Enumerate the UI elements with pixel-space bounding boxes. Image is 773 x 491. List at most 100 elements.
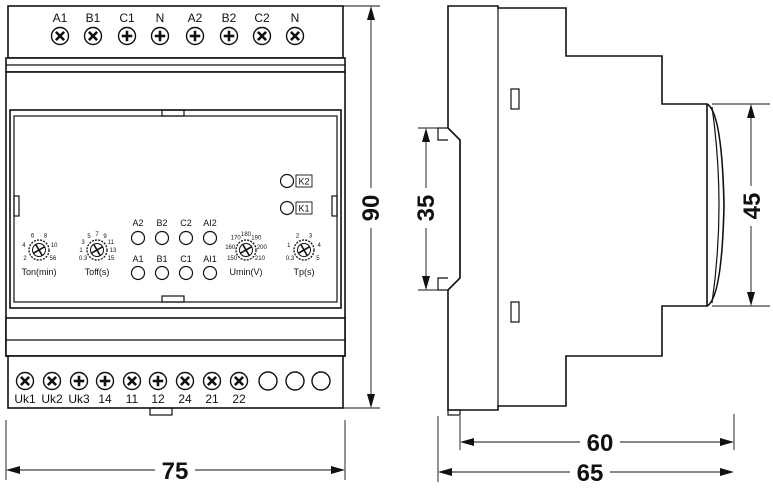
led-label-a2: A2 [132,218,143,228]
side-profile [447,5,708,411]
led-b1 [154,265,170,281]
knob-scale-label: 3 [81,240,85,246]
led-ai2 [202,230,218,246]
bottom-terminal-label: 22 [232,392,246,406]
screw-icon [148,371,168,391]
knob-scale-label: 1 [79,248,83,254]
screw-icon [252,26,272,46]
top-terminal-label: N [291,11,300,25]
screw-icon [185,26,205,46]
bottom-terminal-label: 14 [98,392,112,406]
knob-scale-label: 3 [309,233,313,239]
led-label-a1: A1 [132,254,143,264]
top-terminal-label: B1 [86,11,101,25]
knob-scale-label: 6 [31,233,35,239]
knob-scale-label: 10 [51,243,58,249]
empty-terminal-icon [258,371,278,391]
knob-scale-label: 2 [296,233,300,239]
knob-scale-label: 160 [225,245,236,251]
knob-scale-label: 7 [95,232,99,238]
led-ai1 [202,265,218,281]
knob-label: Toff(s) [85,267,110,277]
dim-label-60: 60 [587,430,614,457]
screw-icon [175,371,195,391]
screw-icon [122,371,142,391]
k2-label-box [295,174,313,188]
led-k2 [279,173,295,189]
empty-terminal-icon [285,371,305,391]
screw-icon [219,26,239,46]
led-c1 [178,265,194,281]
k1-label-box [295,201,313,215]
dimension-height: 90 [343,5,385,409]
dimension-depth-body: 60 [459,414,735,457]
dimension-rail: 35 [412,127,440,291]
knob-scale-label: 13 [110,248,117,254]
screw-icon [69,371,89,391]
dim-label-45: 45 [739,193,766,220]
knob-scale-label: 210 [255,256,266,262]
knob-scale-label: 11 [108,240,115,246]
top-terminal-label: C1 [119,11,135,25]
screw-icon [150,26,170,46]
cover-clip-top [161,109,185,117]
cover-clip-left [13,195,20,217]
knob-scale-label: 150 [227,256,238,262]
bottom-terminal-label: 12 [151,392,165,406]
lower-band [5,317,346,357]
knob-scale-label: 170 [231,236,242,242]
side-slot-bottom [510,301,520,323]
knob-scale-label: 180 [241,232,252,238]
dim-label-90: 90 [358,195,385,222]
screw-icon [202,371,222,391]
bottom-terminal-label: 21 [205,392,219,406]
knob-scale-label: 5 [87,234,91,240]
led-label-b1: B1 [156,254,167,264]
knob-scale-label: 4 [22,243,26,249]
top-terminal-label: A2 [188,11,203,25]
led-a1 [130,265,146,281]
top-terminal-label: C2 [254,11,270,25]
knob-scale-label: 15 [108,256,115,262]
screw-icon [229,371,249,391]
screw-icon [50,26,70,46]
main-body [5,71,346,357]
relay-leds: K2 K1 [279,173,313,216]
led-matrix: A2 B2 C2 AI2 A1 B1 C1 AI1 [130,218,218,281]
knob-scale-label: 1 [287,243,291,249]
screw-icon [117,26,137,46]
top-terminal-label: N [156,11,165,25]
led-k1 [279,200,295,216]
knob-scale-label: 56 [50,256,57,262]
knob-scale-label: 0.3 [79,256,88,262]
knob-scale-label: 190 [251,236,262,242]
knob-label: Umin(V) [230,267,263,277]
bottom-terminal-label: Uk2 [41,392,63,406]
empty-terminal-icon [311,371,331,391]
side-slot-top [510,88,520,110]
led-label-ai2: AI2 [203,218,217,228]
knob-scale-label: 5 [316,256,320,262]
led-label-k1: K1 [298,204,309,214]
screw-icon [95,371,115,391]
knob-scale-label: 2 [23,256,27,262]
led-c2 [178,230,194,246]
top-terminal-label: A1 [53,11,68,25]
screw-icon [285,26,305,46]
cover-clip-bottom [161,295,185,303]
bottom-terminal-label: Uk3 [68,392,90,406]
cover-clip-right [331,195,338,217]
bottom-terminal-label: 11 [126,392,139,406]
dimension-front: 45 [712,103,770,307]
screw-icon [15,371,35,391]
dim-label-35: 35 [413,195,440,222]
